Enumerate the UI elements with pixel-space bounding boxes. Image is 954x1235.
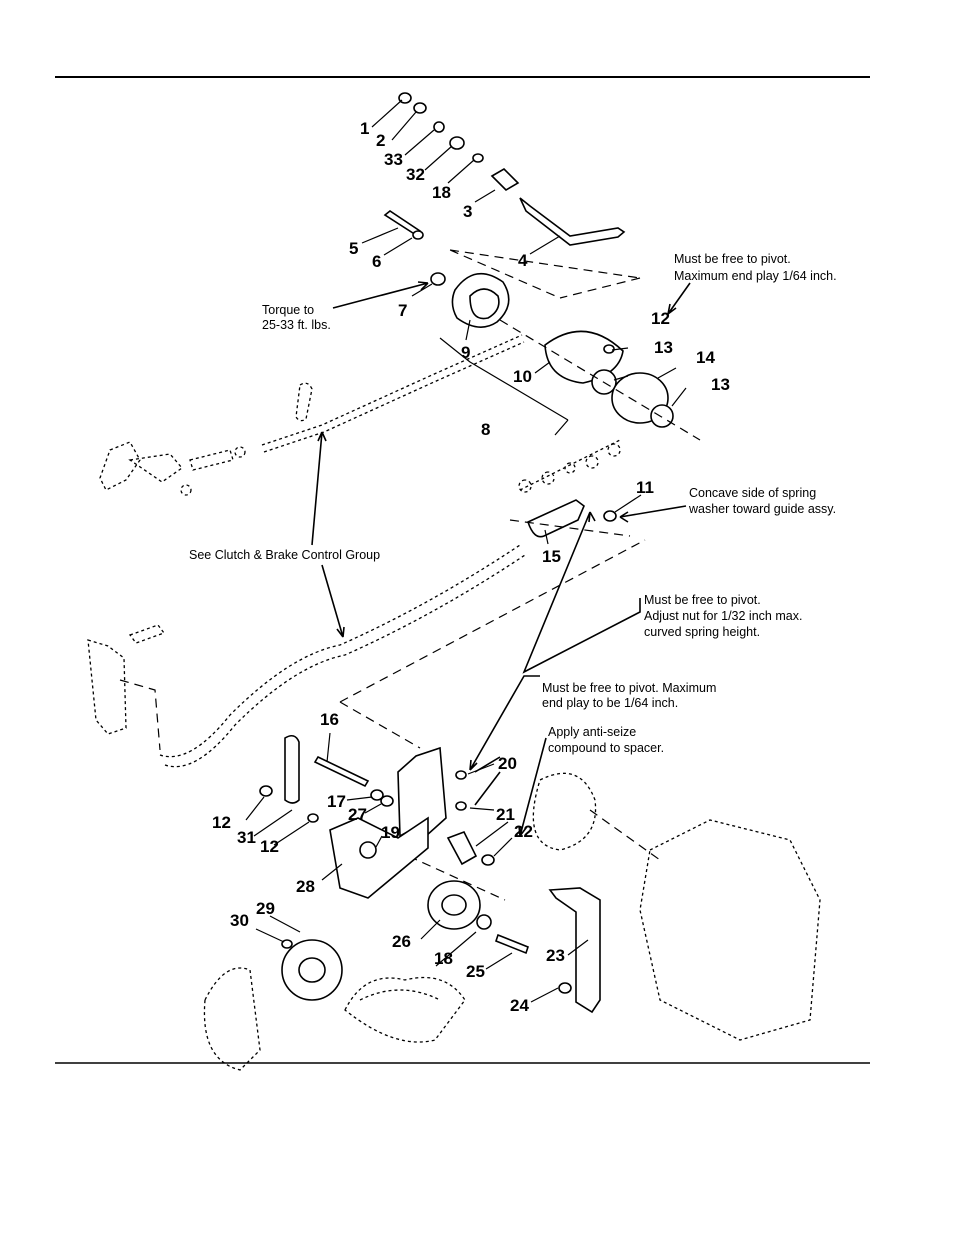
callout-32: 32 xyxy=(406,165,425,184)
callout-6: 6 xyxy=(372,252,381,271)
callout-4: 4 xyxy=(518,251,528,270)
assembly-notes: Torque to 25-33 ft. lbs. Must be free to… xyxy=(189,252,837,755)
adjust-nut-arrow xyxy=(522,511,641,674)
callout-27: 27 xyxy=(348,805,367,824)
note-torque-line2: 25-33 ft. lbs. xyxy=(262,318,331,332)
note-anti-seize-line1: Apply anti-seize xyxy=(548,725,636,739)
note-pivot-max-line1: Must be free to pivot. Maximum xyxy=(542,681,716,695)
callout-33: 33 xyxy=(384,150,403,169)
callout-18-top: 18 xyxy=(432,183,451,202)
note-see-group: See Clutch & Brake Control Group xyxy=(189,548,380,562)
pivot-max-arrow xyxy=(469,675,540,771)
callout-1: 1 xyxy=(360,119,369,138)
callout-16: 16 xyxy=(320,710,339,729)
note-pivot-max-line2: end play to be 1/64 inch. xyxy=(542,696,678,710)
note-torque-line1: Torque to xyxy=(262,303,314,317)
guide-15 xyxy=(527,499,585,538)
note-pivot-line1: Must be free to pivot. xyxy=(674,252,791,266)
callout-12-mid: 12 xyxy=(260,837,279,856)
callout-28: 28 xyxy=(296,877,315,896)
callout-22: 22 xyxy=(514,822,533,841)
callout-26: 26 xyxy=(392,932,411,951)
callout-19: 19 xyxy=(381,823,400,842)
callout-8: 8 xyxy=(481,420,490,439)
callout-18-bottom: 18 xyxy=(434,949,453,968)
phantom-control-linkage xyxy=(87,334,821,1071)
torque-arrow xyxy=(332,281,429,309)
band-bracket-9 xyxy=(451,272,510,328)
part-callouts: 1 2 33 32 18 3 4 5 6 7 9 8 10 12 13 14 1… xyxy=(212,119,730,1015)
callout-20: 20 xyxy=(498,754,517,773)
top-hardware-stack xyxy=(383,92,626,286)
callout-23: 23 xyxy=(546,946,565,965)
washer-arrow xyxy=(619,505,687,523)
callout-24: 24 xyxy=(510,996,529,1015)
note-adjust-line1: Must be free to pivot. xyxy=(644,593,761,607)
note-pivot-line2: Maximum end play 1/64 inch. xyxy=(674,269,837,283)
callout-31: 31 xyxy=(237,828,256,847)
callout-25: 25 xyxy=(466,962,485,981)
callout-10: 10 xyxy=(513,367,532,386)
callout-9: 9 xyxy=(461,343,470,362)
callout-7: 7 xyxy=(398,301,407,320)
callout-29: 29 xyxy=(256,899,275,918)
callout-11: 11 xyxy=(636,478,654,497)
note-washer-line2: washer toward guide assy. xyxy=(688,502,836,516)
part-20-leads xyxy=(474,756,501,806)
callout-15: 15 xyxy=(542,547,561,566)
callout-12-left: 12 xyxy=(212,813,231,832)
anti-seize-arrow xyxy=(518,737,547,837)
callout-2: 2 xyxy=(376,131,385,150)
callout-13b: 13 xyxy=(711,375,730,394)
note-adjust-line2: Adjust nut for 1/32 inch max. xyxy=(644,609,802,623)
callout-17: 17 xyxy=(327,792,346,811)
callout-30: 30 xyxy=(230,911,249,930)
bracket-8-lines xyxy=(439,337,569,436)
callout-5: 5 xyxy=(349,239,358,258)
callout-21: 21 xyxy=(496,805,515,824)
callout-13a: 13 xyxy=(654,338,673,357)
washer-13b xyxy=(650,404,674,428)
note-washer-line1: Concave side of spring xyxy=(689,486,816,500)
callout-14: 14 xyxy=(696,348,715,367)
callout-12-top: 12 xyxy=(651,309,670,328)
pivot-arrow xyxy=(667,282,691,315)
note-adjust-line3: curved spring height. xyxy=(644,625,760,639)
callout-3: 3 xyxy=(463,202,472,221)
lower-pivot-assembly xyxy=(259,734,601,1014)
note-anti-seize-line2: compound to spacer. xyxy=(548,741,664,755)
see-group-arrows xyxy=(311,431,345,638)
